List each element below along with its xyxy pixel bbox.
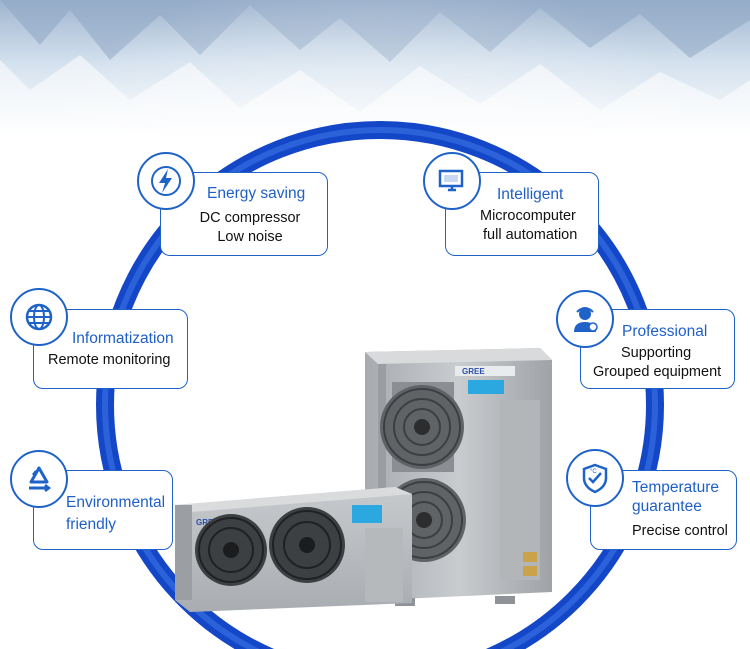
svg-text:°C: °C [590, 469, 597, 475]
feature-desc-temperature-line1: Precise control [632, 523, 728, 539]
feature-title-informatization: Informatization [72, 330, 174, 347]
recycle-icon [10, 450, 68, 508]
feature-title-energy-saving: Energy saving [207, 185, 306, 202]
svg-text:GREE: GREE [462, 367, 485, 376]
lightning-icon [137, 152, 195, 210]
svg-text:GREE: GREE [196, 518, 219, 527]
feature-title-environmental-line2: friendly [66, 516, 116, 533]
feature-title-environmental-line1: Environmental [66, 494, 166, 511]
monitor-icon [423, 152, 481, 210]
feature-desc-energy-line1: DC compressor [199, 210, 301, 226]
feature-title-professional: Professional [622, 323, 708, 340]
feature-desc-professional-line1: Supporting [621, 345, 692, 361]
globe-network-icon [10, 288, 68, 346]
feature-title-temperature-line2: guarantee [632, 498, 702, 515]
feature-desc-intelligent-line2: full automation [483, 227, 578, 243]
thermometer-shield-icon: °C [566, 449, 624, 507]
feature-desc-energy-line2: Low noise [217, 229, 283, 245]
feature-desc-professional-line2: Grouped equipment [593, 364, 722, 380]
evaporator-unit: GREE [175, 487, 412, 612]
feature-desc-intelligent-line1: Microcomputer [480, 208, 576, 224]
feature-desc-informatization-line1: Remote monitoring [48, 352, 171, 368]
engineer-icon [556, 290, 614, 348]
feature-title-intelligent: Intelligent [497, 186, 564, 203]
feature-title-temperature-line1: Temperature [632, 479, 720, 496]
